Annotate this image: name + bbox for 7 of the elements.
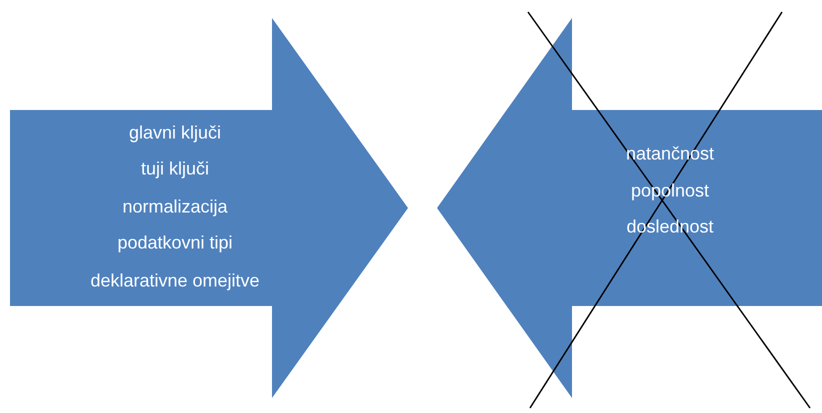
list-item-text: glavni ključi: [128, 122, 222, 144]
right-block-arrow: [10, 18, 408, 398]
list-item-text: deklarativne omejitve: [90, 270, 260, 292]
list-item-text: normalizacija: [122, 196, 228, 218]
left-block-arrow: [437, 18, 822, 398]
list-item-text: podatkovni tipi: [117, 232, 233, 254]
list-item-text: tuji ključi: [140, 158, 210, 180]
